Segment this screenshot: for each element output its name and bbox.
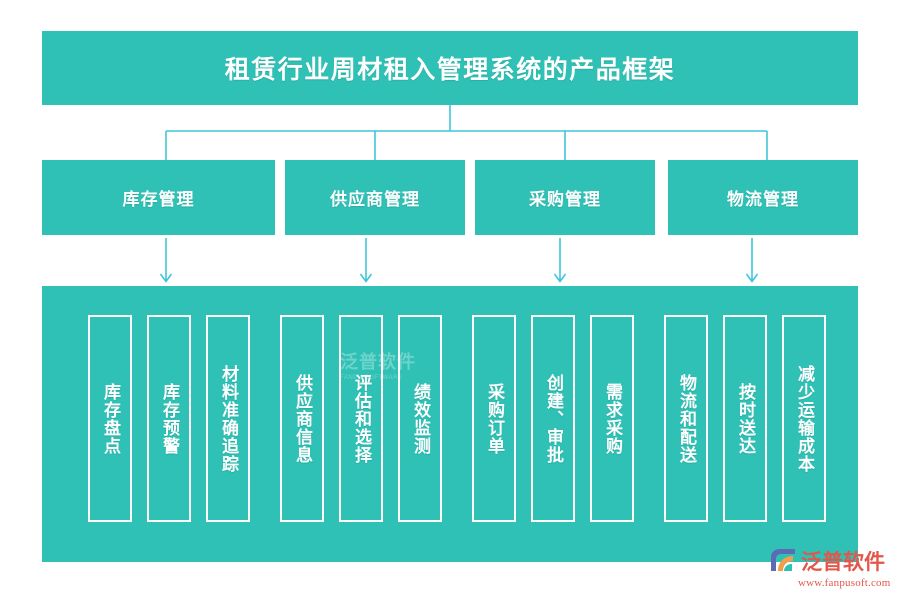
- page-title: 租赁行业周材租入管理系统的产品框架: [224, 56, 676, 84]
- feature-chip-label: 库存盘点: [101, 382, 120, 455]
- category-box-procurement[interactable]: 采购管理: [475, 160, 655, 235]
- feature-chip-label: 按时送达: [736, 382, 755, 455]
- category-label: 采购管理: [529, 190, 601, 209]
- feature-chip-label: 创建、审批: [544, 373, 563, 464]
- feature-chip[interactable]: 评估和选择: [339, 315, 383, 522]
- feature-chip[interactable]: 供应商信息: [280, 315, 324, 522]
- feature-chip-label: 物流和配送: [677, 373, 696, 464]
- category-box-inventory[interactable]: 库存管理: [42, 160, 275, 235]
- feature-chip-row: 库存盘点 库存预警 材料准确追踪 供应商信息 评估和选择 绩效监测 采购订单 创…: [42, 286, 858, 562]
- category-label: 库存管理: [122, 190, 195, 209]
- feature-chip-label: 材料准确追踪: [219, 364, 238, 473]
- feature-chip[interactable]: 需求采购: [590, 315, 634, 522]
- brand-logo: 泛普软件 www.fanpusoft.com: [768, 543, 893, 591]
- feature-chip-label: 供应商信息: [293, 373, 312, 464]
- title-banner: 租赁行业周材租入管理系统的产品框架: [42, 31, 858, 105]
- brand-name: 泛普软件: [801, 550, 885, 574]
- feature-chip-label: 采购订单: [485, 382, 504, 455]
- feature-chip[interactable]: 材料准确追踪: [206, 315, 250, 522]
- feature-chip[interactable]: 创建、审批: [531, 315, 575, 522]
- feature-chip-label: 库存预警: [160, 382, 179, 455]
- category-label: 供应商管理: [330, 190, 420, 209]
- feature-chip-label: 评估和选择: [352, 373, 371, 464]
- feature-chip-label: 需求采购: [603, 382, 622, 455]
- feature-chip[interactable]: 库存盘点: [88, 315, 132, 522]
- feature-chip[interactable]: 采购订单: [472, 315, 516, 522]
- brand-logo-row: 泛普软件: [768, 546, 885, 576]
- feature-chip[interactable]: 减少运输成本: [782, 315, 826, 522]
- feature-chip[interactable]: 绩效监测: [398, 315, 442, 522]
- feature-chip[interactable]: 物流和配送: [664, 315, 708, 522]
- feature-chip[interactable]: 库存预警: [147, 315, 191, 522]
- feature-chip[interactable]: 按时送达: [723, 315, 767, 522]
- category-box-supplier[interactable]: 供应商管理: [285, 160, 465, 235]
- brand-url: www.fanpusoft.com: [798, 576, 891, 589]
- category-label: 物流管理: [727, 190, 799, 209]
- feature-chip-label: 绩效监测: [411, 382, 430, 455]
- fanpu-logo-icon: [771, 548, 795, 571]
- category-box-logistics[interactable]: 物流管理: [668, 160, 858, 235]
- feature-panel: 泛普软件 FANPU SOFTWARE 库存盘点 库存预警 材料准确追踪 供应商…: [42, 286, 858, 562]
- feature-chip-label: 减少运输成本: [795, 364, 814, 473]
